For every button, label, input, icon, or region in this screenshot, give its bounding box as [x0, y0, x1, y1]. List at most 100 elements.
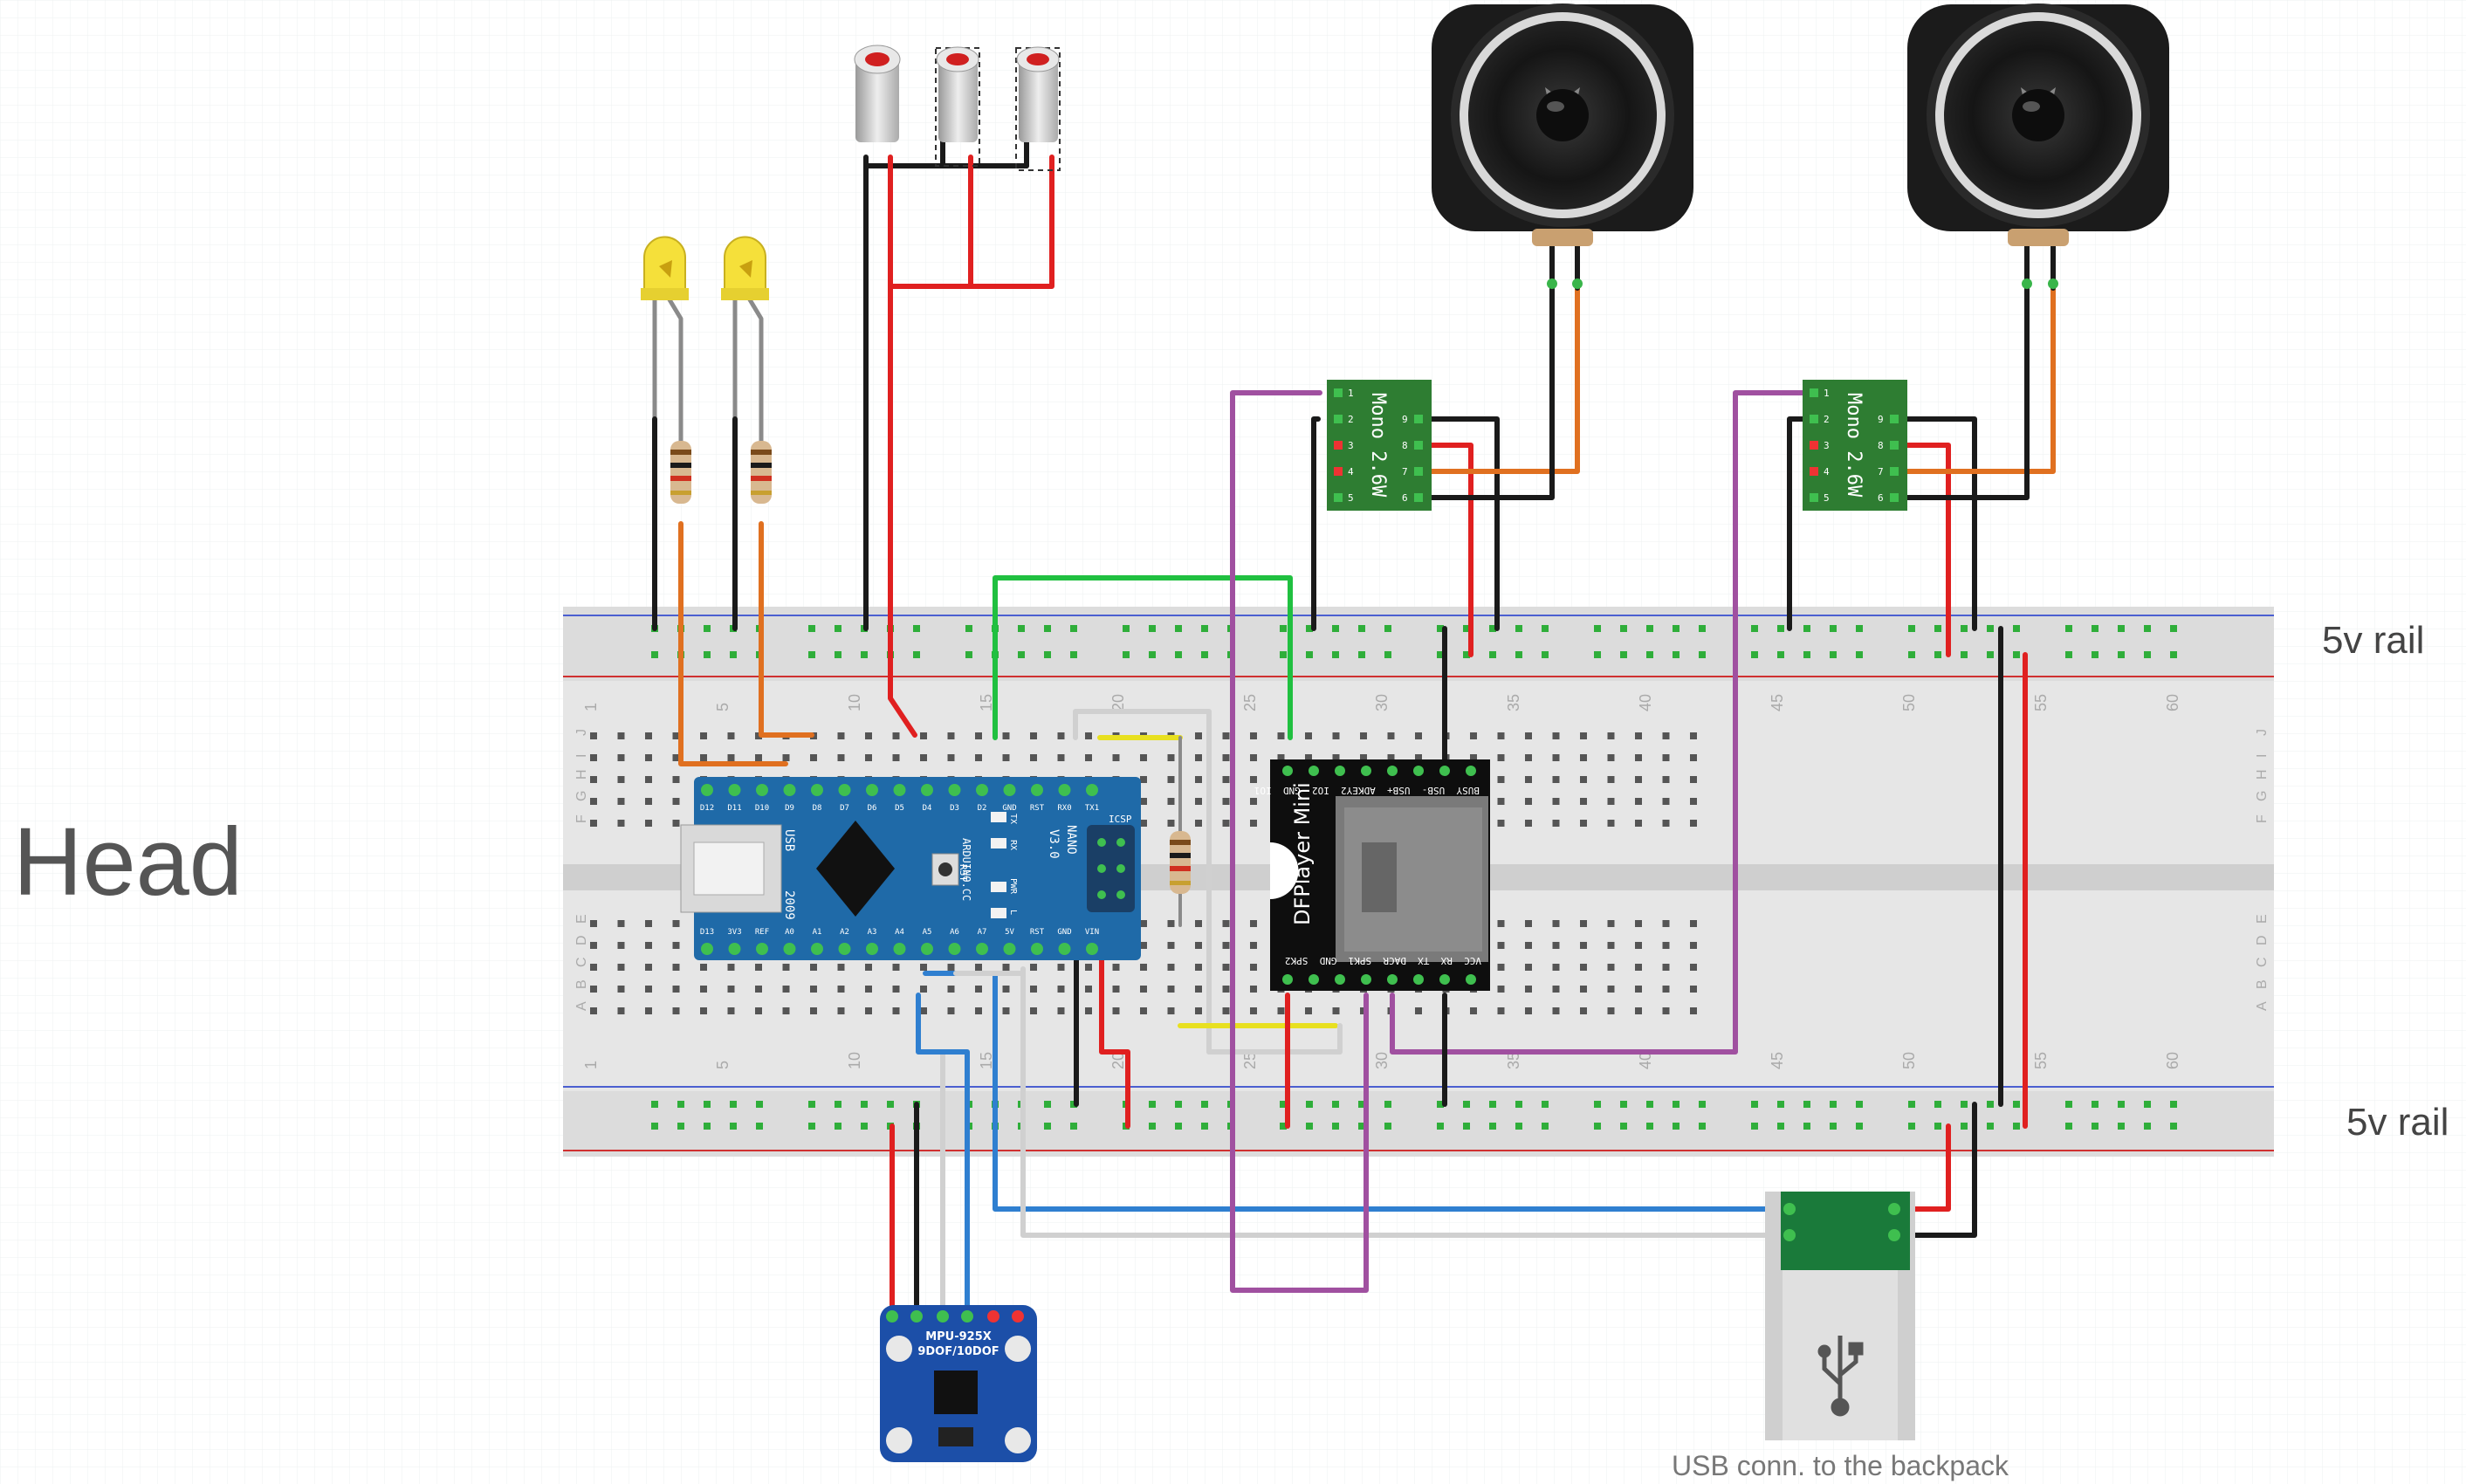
- dfplayer-pins: [1282, 766, 1476, 985]
- top-rail-label: 5v rail: [2322, 619, 2424, 662]
- arduino-pin: [866, 784, 878, 796]
- led1-anode-lead: [665, 294, 683, 448]
- white-wire-tx: [1206, 1023, 1343, 1055]
- wires: [652, 137, 2056, 1316]
- amp-pin-label: 1: [1348, 388, 1354, 399]
- dfplayer-pin: [1413, 974, 1424, 985]
- resistor-led-1: [670, 441, 691, 504]
- arduino-pin: [866, 943, 878, 955]
- amp-pin: [1810, 415, 1818, 423]
- row-letter: G: [574, 791, 589, 801]
- amp-pin-label: 3: [1824, 440, 1830, 451]
- amp-pin: [1890, 493, 1899, 502]
- amp-pin-label: 4: [1824, 466, 1830, 477]
- row-letter: B: [2255, 979, 2270, 989]
- amp-pin-label: 6: [1878, 492, 1884, 504]
- buttons-red-bus: [888, 155, 1054, 289]
- amp-pin-label: 7: [1878, 466, 1884, 477]
- purple-right-audio-wire: [1390, 390, 1814, 1055]
- column-number-bottom: 55: [2032, 1052, 2050, 1069]
- arduino-pin-label: D4: [923, 804, 932, 813]
- amp-pin: [1810, 441, 1818, 450]
- arduino-pin: [1086, 784, 1098, 796]
- row-letter: E: [2255, 914, 2270, 924]
- purple-left-audio-wire: [1230, 390, 1369, 1293]
- column-number-top: 50: [1900, 694, 1918, 711]
- arduino-pin-label: REF: [755, 928, 769, 937]
- mpu-sda-wire: [916, 1023, 970, 1316]
- dfplayer-pin: [1309, 766, 1319, 776]
- speaker-left: [1432, 3, 1693, 289]
- arduino-pin: [921, 784, 933, 796]
- arduino-usb-label: USB: [782, 829, 796, 851]
- arduino-pin: [1086, 943, 1098, 955]
- dfplayer-pin: [1439, 766, 1450, 776]
- amp-right-label: Mono 2.6W: [1843, 393, 1865, 498]
- arduino-mcu-chip: [816, 821, 895, 917]
- amp2-speaker-minus: [1896, 233, 2030, 500]
- amp2-vcc-wire: [1896, 443, 1951, 657]
- arduino-pin: [893, 943, 906, 955]
- amp-pin: [1334, 467, 1343, 476]
- arduino-pin: [728, 943, 741, 955]
- arduino-pin: [756, 784, 768, 796]
- column-number-bottom: 40: [1637, 1052, 1654, 1069]
- amp-pin: [1334, 493, 1343, 502]
- amp-pin-label: 8: [1402, 440, 1408, 451]
- row-letter: G: [2255, 791, 2270, 801]
- usb-connector: [1765, 1192, 1915, 1440]
- amp2-speaker-plus: [1896, 285, 2056, 474]
- arduino-pin-label: D13: [700, 928, 714, 937]
- column-number-top: 15: [978, 694, 995, 711]
- amp1-speaker-plus: [1420, 285, 1580, 474]
- column-number-bottom: 35: [1505, 1052, 1522, 1069]
- arduino-pin-label: 5V: [1005, 928, 1014, 937]
- amp-pin-label: 2: [1824, 414, 1830, 425]
- amp1-out-black: [1420, 416, 1500, 631]
- amp-pin: [1414, 467, 1423, 476]
- arduino-pin: [948, 784, 961, 796]
- amp-pin: [1414, 441, 1423, 450]
- resistor-divider: [1170, 831, 1191, 894]
- arduino-pin-label: RST: [1030, 804, 1045, 813]
- column-number-top: 10: [846, 694, 863, 711]
- led-yellow-2: [721, 236, 769, 300]
- column-number-bottom: 30: [1373, 1052, 1391, 1069]
- usb-icon: [1817, 1336, 1864, 1417]
- arduino-pin-label: A5: [923, 928, 932, 937]
- row-letter: A: [574, 1001, 589, 1011]
- arduino-pin: [701, 784, 713, 796]
- column-number-top: 20: [1109, 694, 1127, 711]
- dfplayer-pin: [1439, 974, 1450, 985]
- dfplayer-pin: [1361, 974, 1371, 985]
- dfplayer-pin: [1282, 766, 1293, 776]
- amp-pin-label: 3: [1348, 440, 1354, 451]
- arduino-pin-label: D10: [755, 804, 769, 813]
- arduino-pin: [976, 943, 988, 955]
- row-letter: D: [2255, 935, 2270, 945]
- column-numbers: 1155101015152020252530303535404045455050…: [582, 694, 2181, 1069]
- row-letter: A: [2255, 1001, 2270, 1011]
- arduino-pin-label: D3: [950, 804, 959, 813]
- arduino-pin-label: D9: [785, 804, 794, 813]
- dfplayer-bottom-pin-labels: VCC RX TX DACR SPK1 GND SPK2: [1285, 955, 1481, 966]
- white-data-wire: [953, 971, 1788, 1238]
- arduino-pin-label: RX0: [1057, 804, 1071, 813]
- arduino-pin-label: A3: [868, 928, 877, 937]
- arduino-pin: [728, 784, 741, 796]
- amp2-out-black: [1896, 416, 1977, 631]
- usb-caption: USB conn. to the backpack: [1672, 1450, 2009, 1481]
- arduino-pin: [838, 784, 851, 796]
- row-letter: I: [574, 754, 589, 758]
- column-number-bottom: 50: [1900, 1052, 1918, 1069]
- push-button-3: [1015, 46, 1061, 171]
- row-letter: H: [2255, 769, 2270, 780]
- push-button-1: [854, 45, 901, 142]
- mpu-925x-module: MPU-925X 9DOF/10DOF: [880, 1305, 1037, 1462]
- amp-left-label: Mono 2.6W: [1367, 393, 1389, 498]
- dfplayer-pin: [1387, 766, 1398, 776]
- amp-pin: [1414, 493, 1423, 502]
